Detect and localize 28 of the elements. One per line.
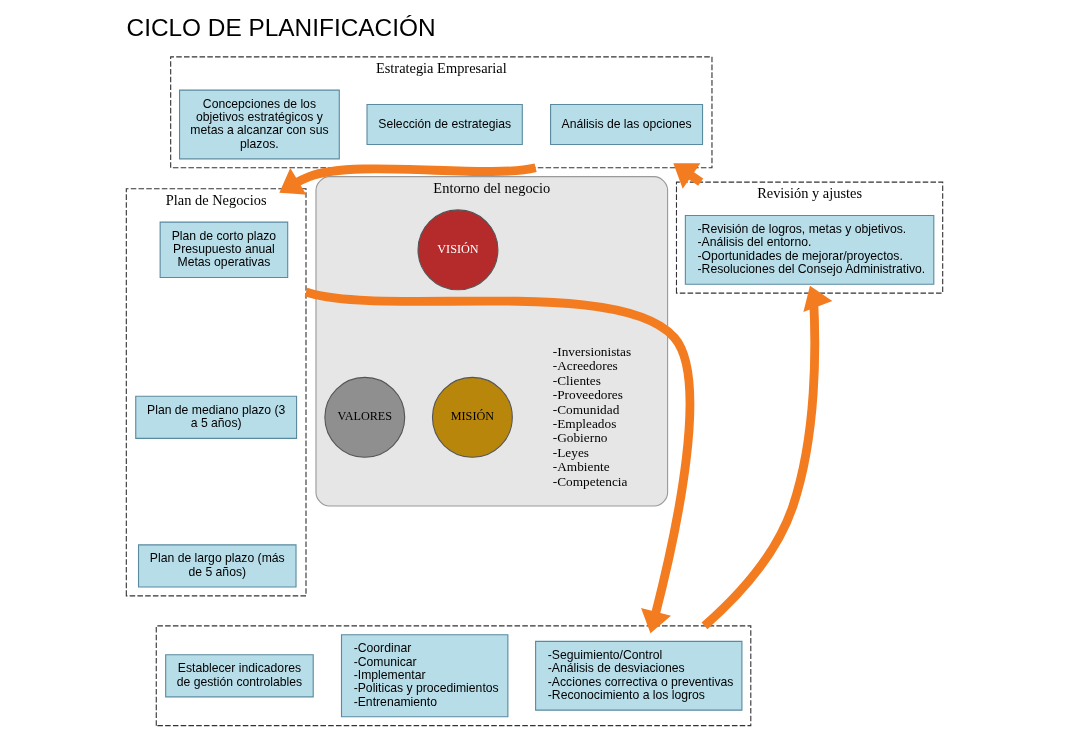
label: -Competencia [552, 473, 628, 489]
label: -Proveedores [552, 387, 623, 403]
label: -Ambiente [552, 459, 610, 475]
node-box: -Seguimiento/Control -Análisis de desviaciones -Acciones correctiva o preventivas -Reconocimiento a los logros [535, 640, 743, 711]
label: -Leyes [552, 444, 589, 460]
arrow [304, 287, 695, 634]
arrow [279, 163, 537, 195]
label: -Clientes [552, 372, 601, 388]
node-circle: VISIÓN [417, 209, 499, 291]
node-box: Plan de mediano plazo (3 a 5 años) [135, 395, 298, 439]
node-box: -Revisión de logros, metas y objetivos. -Análisis del entorno. -Oportunidades de mejorar/proyectos. -Resoluciones del Consejo Administrativo. [684, 214, 935, 285]
label: -Gobierno [552, 430, 608, 446]
arrow [701, 285, 833, 630]
node-box: -Coordinar -Comunicar -Implementar -Politicas y procedimientos -Entrenamiento [340, 634, 509, 718]
node-box: Plan de largo plazo (más de 5 años) [137, 544, 297, 588]
node-box: Establecer indicadores de gestión controlables [165, 654, 314, 698]
node-box: Plan de corto plazo Presupuesto anual Metas operativas [159, 221, 289, 279]
label: -Inversionistas [552, 343, 632, 359]
diagram-title: CICLO DE PLANIFICACIÓN [126, 14, 436, 42]
label: -Comunidad [552, 401, 620, 417]
label: -Acreedores [552, 358, 618, 374]
node-circle: VALORES [324, 376, 406, 458]
node-circle: MISIÓN [431, 376, 513, 458]
label: -Empleados [552, 415, 617, 431]
node-box: Análisis de las opciones [550, 103, 704, 145]
cluster [155, 625, 752, 727]
node-box: Selección de estrategias [366, 103, 523, 145]
node-box: Concepciones de los objetivos estratégicos y metas a alcanzar con sus plazos. [179, 89, 340, 160]
